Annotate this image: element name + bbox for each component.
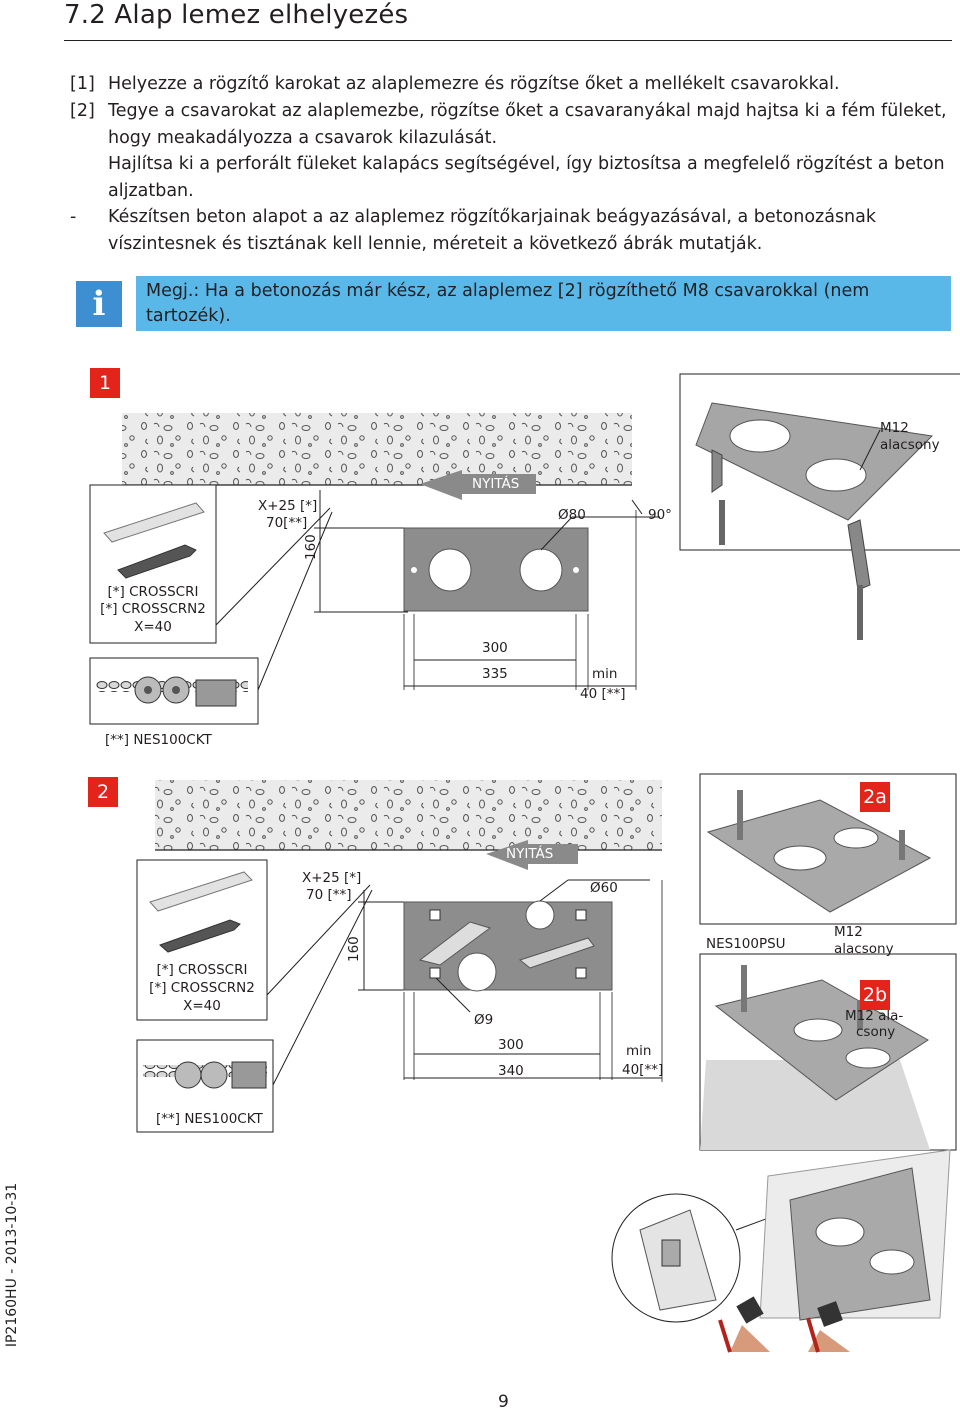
step-2-number: [2] [70, 101, 95, 121]
fig2-m12: M12 [834, 924, 863, 940]
figure-1-badge: 1 [90, 368, 120, 398]
fig2-dim-160: 160 [346, 936, 362, 962]
fig1-dim-x2: 70[**] [266, 515, 308, 531]
fig2-chain-label: [**] NES100CKT [156, 1111, 263, 1127]
fig2-rack-label-1: [*] CROSSCRI [156, 962, 248, 978]
info-box [136, 276, 951, 331]
fig2-m12-sub: alacsony [834, 941, 894, 957]
step-2-text: Tegye a csavarokat az alaplemezbe, rögzí… [108, 101, 947, 148]
fig2-diameter-60: Ø60 [590, 880, 618, 896]
fig1-diameter: Ø80 [558, 507, 586, 523]
fig2-nyitas-label: NYITÁS [506, 846, 554, 862]
fig1-m12-sub: alacsony [880, 437, 940, 453]
document-code-sidebar: IP2160HU - 2013-10-31 [0, 1175, 24, 1355]
fig1-dim-300: 300 [482, 640, 508, 656]
fig1-rack-label-2: [*] CROSSCRN2 [100, 601, 206, 617]
figure-2b-badge: 2b [860, 980, 890, 1010]
title-rule [64, 40, 952, 41]
fig2-rack-label-2: [*] CROSSCRN2 [149, 980, 255, 996]
fig2-dim-x: X+25 [*] [302, 870, 362, 886]
figure-2a-badge: 2a [860, 782, 890, 812]
page-number: 9 [498, 1392, 509, 1412]
fig2-min: min [626, 1043, 652, 1059]
fig1-dim-x: X+25 [*] [258, 498, 318, 514]
step-3-text: Készítsen beton alapot a az alaplemez rö… [108, 207, 877, 254]
fig2-dim-300: 300 [498, 1037, 524, 1053]
fig2b-m12-1: M12 ala- [845, 1008, 904, 1024]
fig1-min-value: 40 [**] [580, 686, 626, 702]
fig2-dim-340: 340 [498, 1063, 524, 1079]
section-title: 7.2 Alap lemez elhelyezés [64, 0, 409, 30]
fig2-min-value: 40[**] [622, 1062, 664, 1078]
fig1-m12: M12 [880, 420, 909, 436]
fig1-dim-160: 160 [303, 534, 319, 560]
fig1-rack-label-3: X=40 [134, 619, 172, 635]
info-icon: i [76, 281, 122, 327]
fig2b-m12-2: csony [856, 1024, 896, 1040]
fig1-dim-335: 335 [482, 666, 508, 682]
step-2b-text: Hajlítsa ki a perforált füleket kalapács… [108, 154, 945, 201]
fig2-diameter-9: Ø9 [474, 1012, 494, 1028]
document-code: IP2160HU - 2013-10-31 [4, 1182, 20, 1348]
fig1-angle: 90° [648, 507, 672, 523]
fig1-min: min [592, 666, 618, 682]
figure-2-badge: 2 [88, 777, 118, 807]
fig1-nyitas-label: NYITÁS [472, 476, 520, 492]
step-1-number: [1] [70, 74, 95, 94]
info-text: Megj.: Ha a betonozás már kész, az alapl… [146, 281, 870, 326]
fig2-dim-x2: 70 [**] [306, 887, 352, 903]
step-1-text: Helyezze a rögzítő karokat az alaplemezr… [108, 74, 840, 94]
fig1-chain-label: [**] NES100CKT [105, 732, 212, 748]
fig2-rack-label-3: X=40 [183, 998, 221, 1014]
fig1-rack-label-1: [*] CROSSCRI [107, 584, 199, 600]
step-3-number: - [70, 207, 77, 227]
fig2-psu-label: NES100PSU [706, 936, 786, 952]
